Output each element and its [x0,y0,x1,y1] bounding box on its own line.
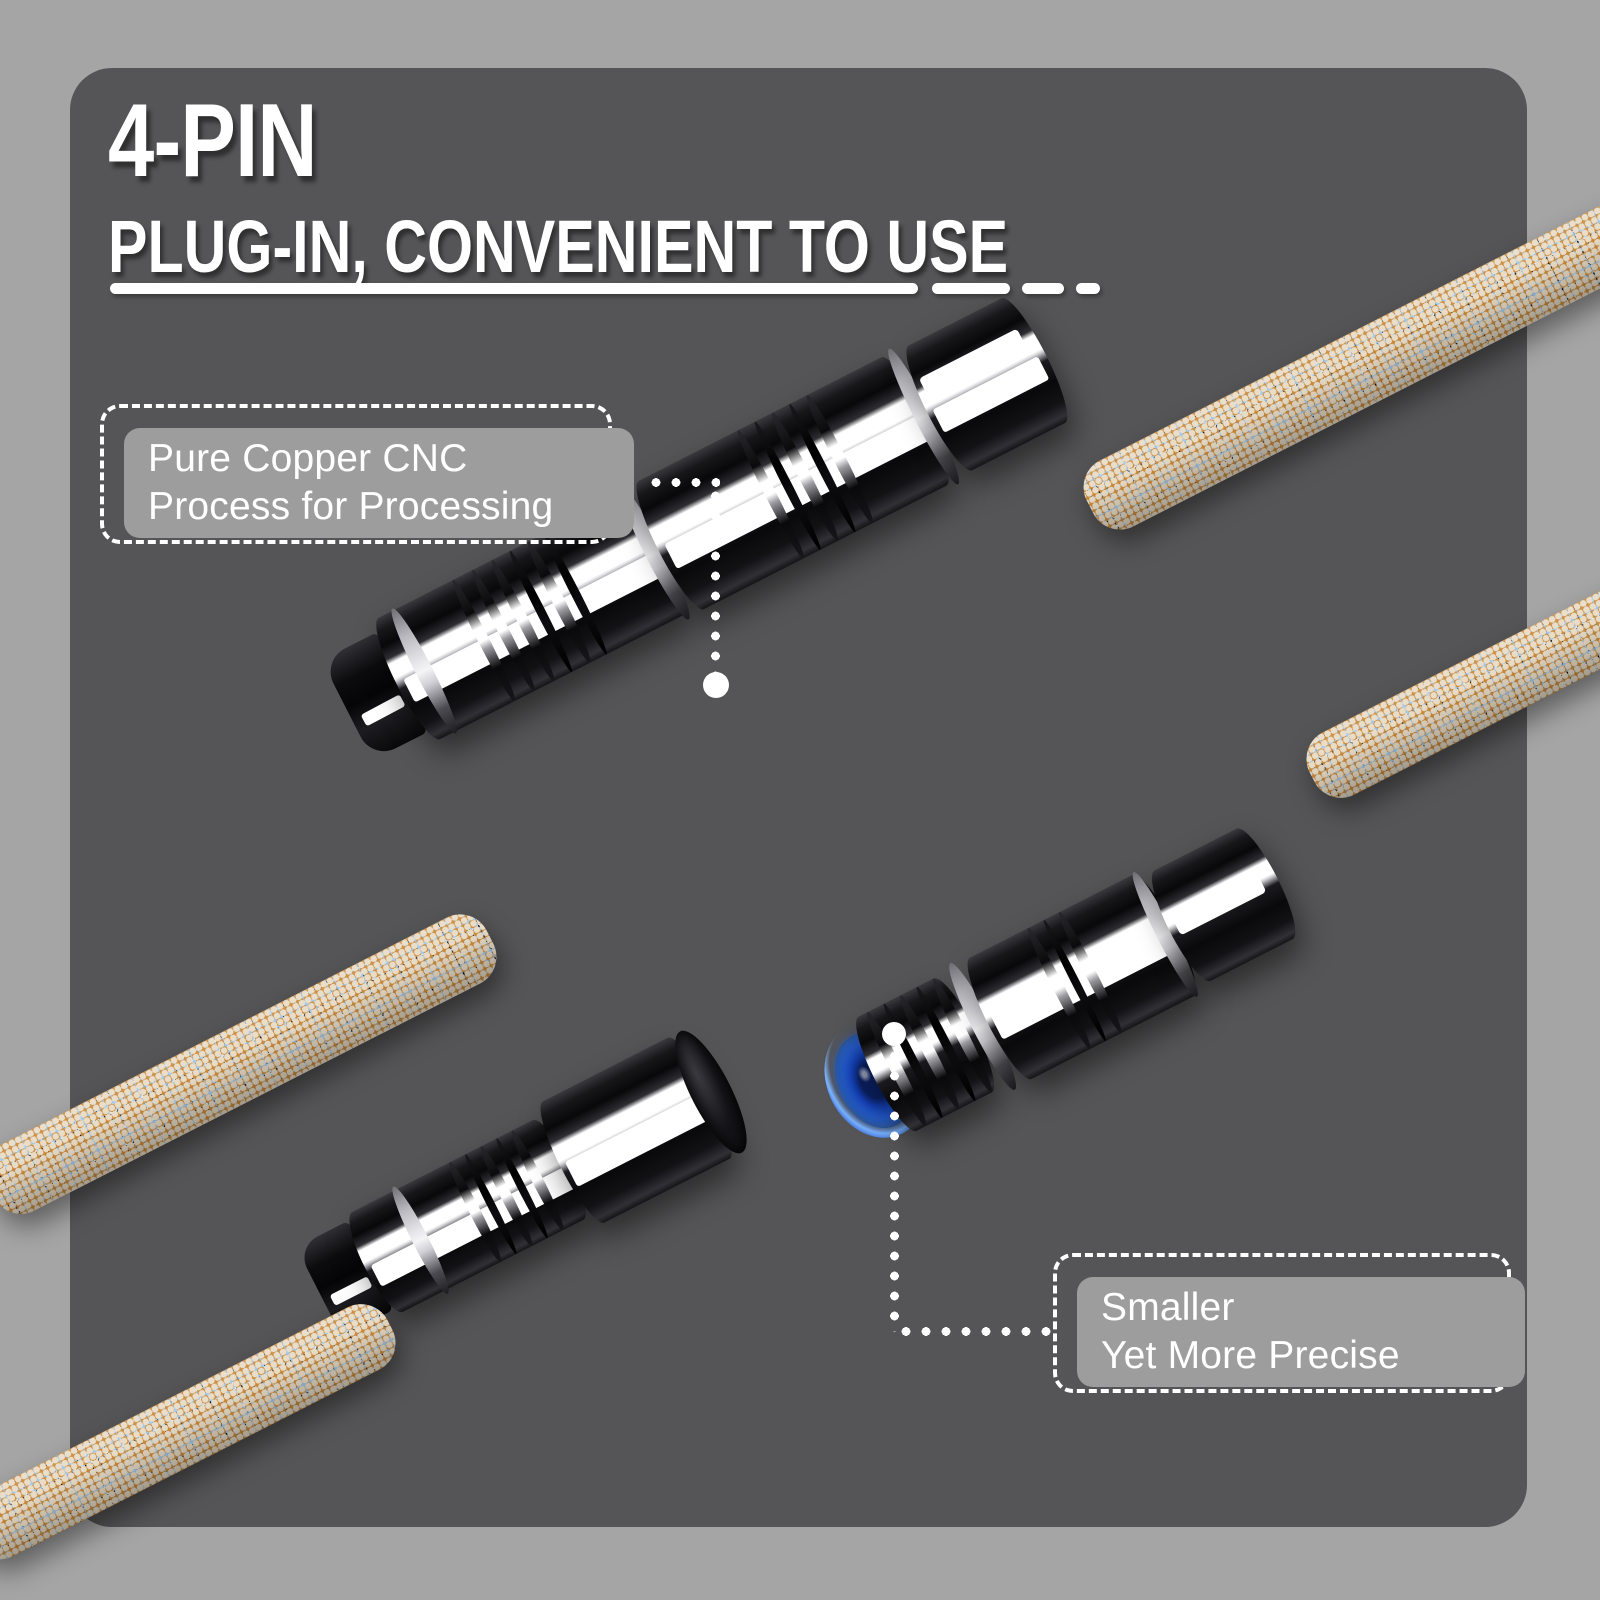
callout-line: Pure Copper CNC [148,437,468,481]
leader-line-precise-horizontal [896,1327,1056,1336]
callout-line: Yet More Precise [1101,1334,1400,1377]
leader-line-precise-vertical [890,1046,899,1332]
leader-line-copper-vertical [711,486,720,682]
headline-divider [110,283,1100,294]
page-subtitle: PLUG-IN, CONVENIENT TO USE [108,204,1009,288]
divider-segment [932,283,1010,294]
smaller-precise-callout[interactable]: Smaller Yet More Precise [1053,1253,1525,1393]
pure-copper-callout[interactable]: Pure Copper CNC Process for Processing [100,404,634,544]
divider-segment [1076,283,1100,294]
divider-segment [110,283,918,294]
callout-inner-box: Smaller Yet More Precise [1077,1277,1525,1387]
callout-line: Process for Processing [148,485,554,528]
divider-segment [1022,283,1064,294]
headline-block: 4-PIN PLUG-IN, CONVENIENT TO USE [108,83,1208,288]
page-title: 4-PIN [108,83,317,199]
leader-endpoint-copper [703,672,729,698]
callout-inner-box: Pure Copper CNC Process for Processing [124,428,634,538]
leader-line-copper-horizontal [646,478,720,487]
callout-line: Smaller [1101,1286,1235,1330]
leader-endpoint-precise [882,1022,906,1046]
